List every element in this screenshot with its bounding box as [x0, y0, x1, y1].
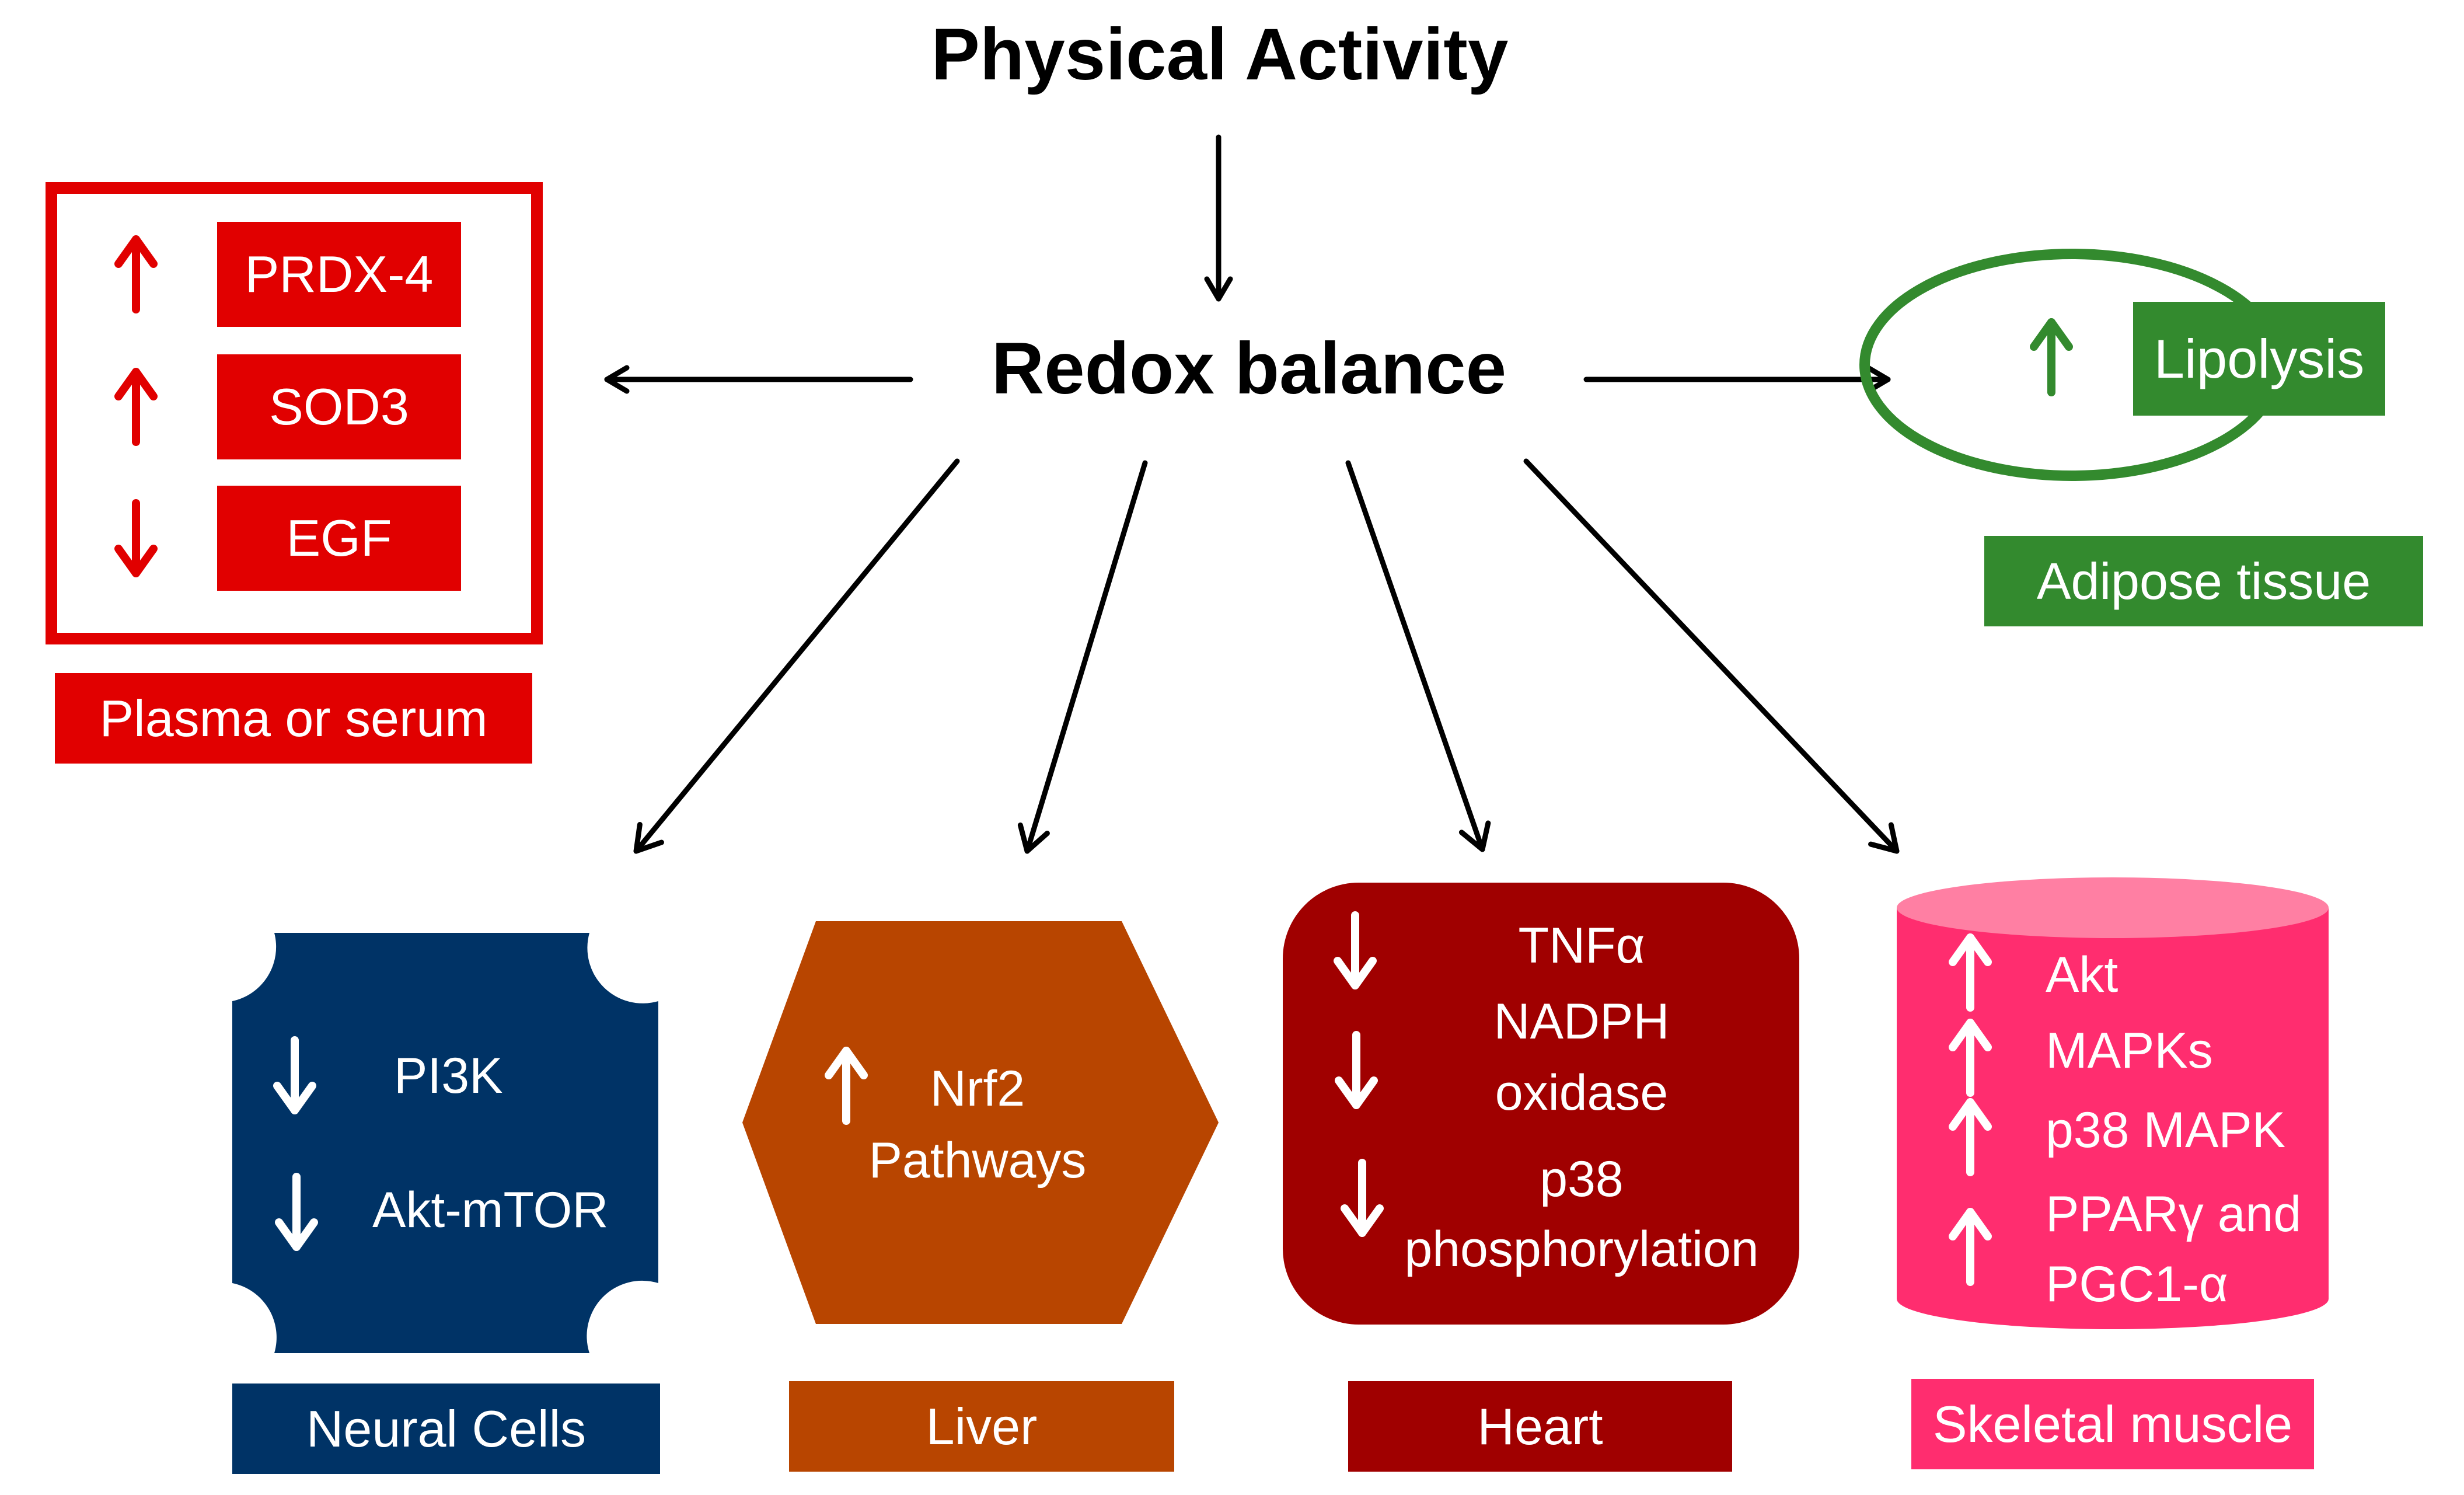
plasma-item-sod3: SOD3 [269, 378, 409, 435]
heart-p38-down-arrow-icon [1341, 1159, 1384, 1237]
neural-item-pi3k: PI3K [394, 1048, 503, 1104]
heart-label: Heart [1477, 1397, 1603, 1455]
muscle-cylinder-body [1897, 908, 2329, 1329]
plasma-item-box-sod3 [217, 354, 461, 459]
neural-label-box [232, 1384, 660, 1474]
muscle-item-ppar: PPARγ and [2046, 1186, 2302, 1242]
arrow-redox-to-muscle [1523, 458, 1900, 854]
neural-shape [232, 933, 658, 1353]
arrowhead-plasma [604, 365, 630, 394]
plasma-item-box-egf [217, 486, 461, 591]
liver-label-box [789, 1381, 1174, 1472]
plasma-item-egf: EGF [286, 509, 392, 567]
connector-arrowheads [604, 276, 1900, 854]
diagram-title: Physical Activity [931, 14, 1509, 95]
liver-hexagon [742, 921, 1219, 1324]
adipose-item-box-lipolysis [2133, 302, 2385, 416]
neural-label: Neural Cells [306, 1399, 587, 1458]
arrowhead-liver [1017, 822, 1050, 854]
heart-item-oxidase: oxidase [1495, 1065, 1669, 1121]
liver-label: Liver [926, 1397, 1038, 1455]
muscle-mapks-up-arrow-icon [1949, 1019, 1992, 1097]
arrowhead-muscle [1868, 822, 1900, 854]
neural-akt-down-arrow-icon [275, 1173, 318, 1251]
liver-item-line1: Nrf2 [930, 1061, 1025, 1117]
neural-item-akt-mtor: Akt-mTOR [372, 1182, 609, 1238]
liver-nrf2-up-arrow-icon [825, 1047, 868, 1125]
muscle-akt-up-arrow-icon [1949, 933, 1992, 1012]
muscle-label-box [1911, 1379, 2314, 1469]
adipose-label-box [1984, 536, 2423, 626]
plasma-item-box-prdx4 [217, 222, 461, 327]
adipose-lipolysis-up-arrow-icon [2030, 318, 2073, 396]
plasma-prdx4-up-arrow-icon [114, 235, 158, 313]
heart-tnfa-down-arrow-icon [1334, 911, 1377, 989]
arrowhead-activity [1204, 276, 1233, 302]
muscle-label: Skeletal muscle [1932, 1395, 2293, 1453]
heart-label-box [1348, 1381, 1732, 1472]
plasma-frame [46, 182, 543, 644]
direction-arrows [114, 235, 2073, 1286]
muscle-ppar-up-arrow-icon [1949, 1208, 1992, 1286]
heart-item-tnfa: TNFα [1518, 918, 1645, 974]
muscle-item-p38-mapk: p38 MAPK [2046, 1102, 2286, 1158]
adipose-label: Adipose tissue [2036, 552, 2371, 610]
arrow-redox-to-heart [1345, 460, 1485, 852]
plasma-sod3-up-arrow-icon [114, 368, 158, 446]
plasma-label: Plasma or serum [99, 689, 488, 747]
heart-item-phosphorylation: phosphorylation [1404, 1221, 1759, 1277]
liver-item-line2: Pathways [868, 1132, 1087, 1189]
muscle-item-akt: Akt [2046, 947, 2119, 1003]
heart-nadph-down-arrow-icon [1335, 1031, 1378, 1109]
arrowhead-neural [633, 821, 664, 854]
arrowhead-heart [1458, 820, 1491, 852]
adipose-item-lipolysis: Lipolysis [2154, 327, 2365, 389]
connector-arrows [604, 134, 1900, 854]
neural-pi3k-down-arrow-icon [273, 1036, 316, 1114]
center-node-redox-balance: Redox balance [991, 328, 1507, 409]
heart-item-p38: p38 [1540, 1151, 1624, 1207]
muscle-p38-up-arrow-icon [1949, 1098, 1992, 1176]
arrow-redox-to-liver [1024, 460, 1148, 854]
muscle-cylinder-top [1897, 877, 2329, 938]
arrow-redox-to-neural [633, 458, 960, 854]
plasma-item-prdx4: PRDX-4 [245, 245, 434, 303]
muscle-item-pgc1: PGC1-α [2046, 1256, 2228, 1312]
heart-rounded-box [1283, 883, 1799, 1325]
muscle-item-mapks: MAPKs [2046, 1023, 2213, 1079]
arrowhead-adipose [1865, 365, 1891, 394]
plasma-egf-down-arrow-icon [114, 499, 158, 577]
plasma-label-box [55, 673, 532, 764]
heart-item-nadph: NADPH [1493, 994, 1670, 1050]
